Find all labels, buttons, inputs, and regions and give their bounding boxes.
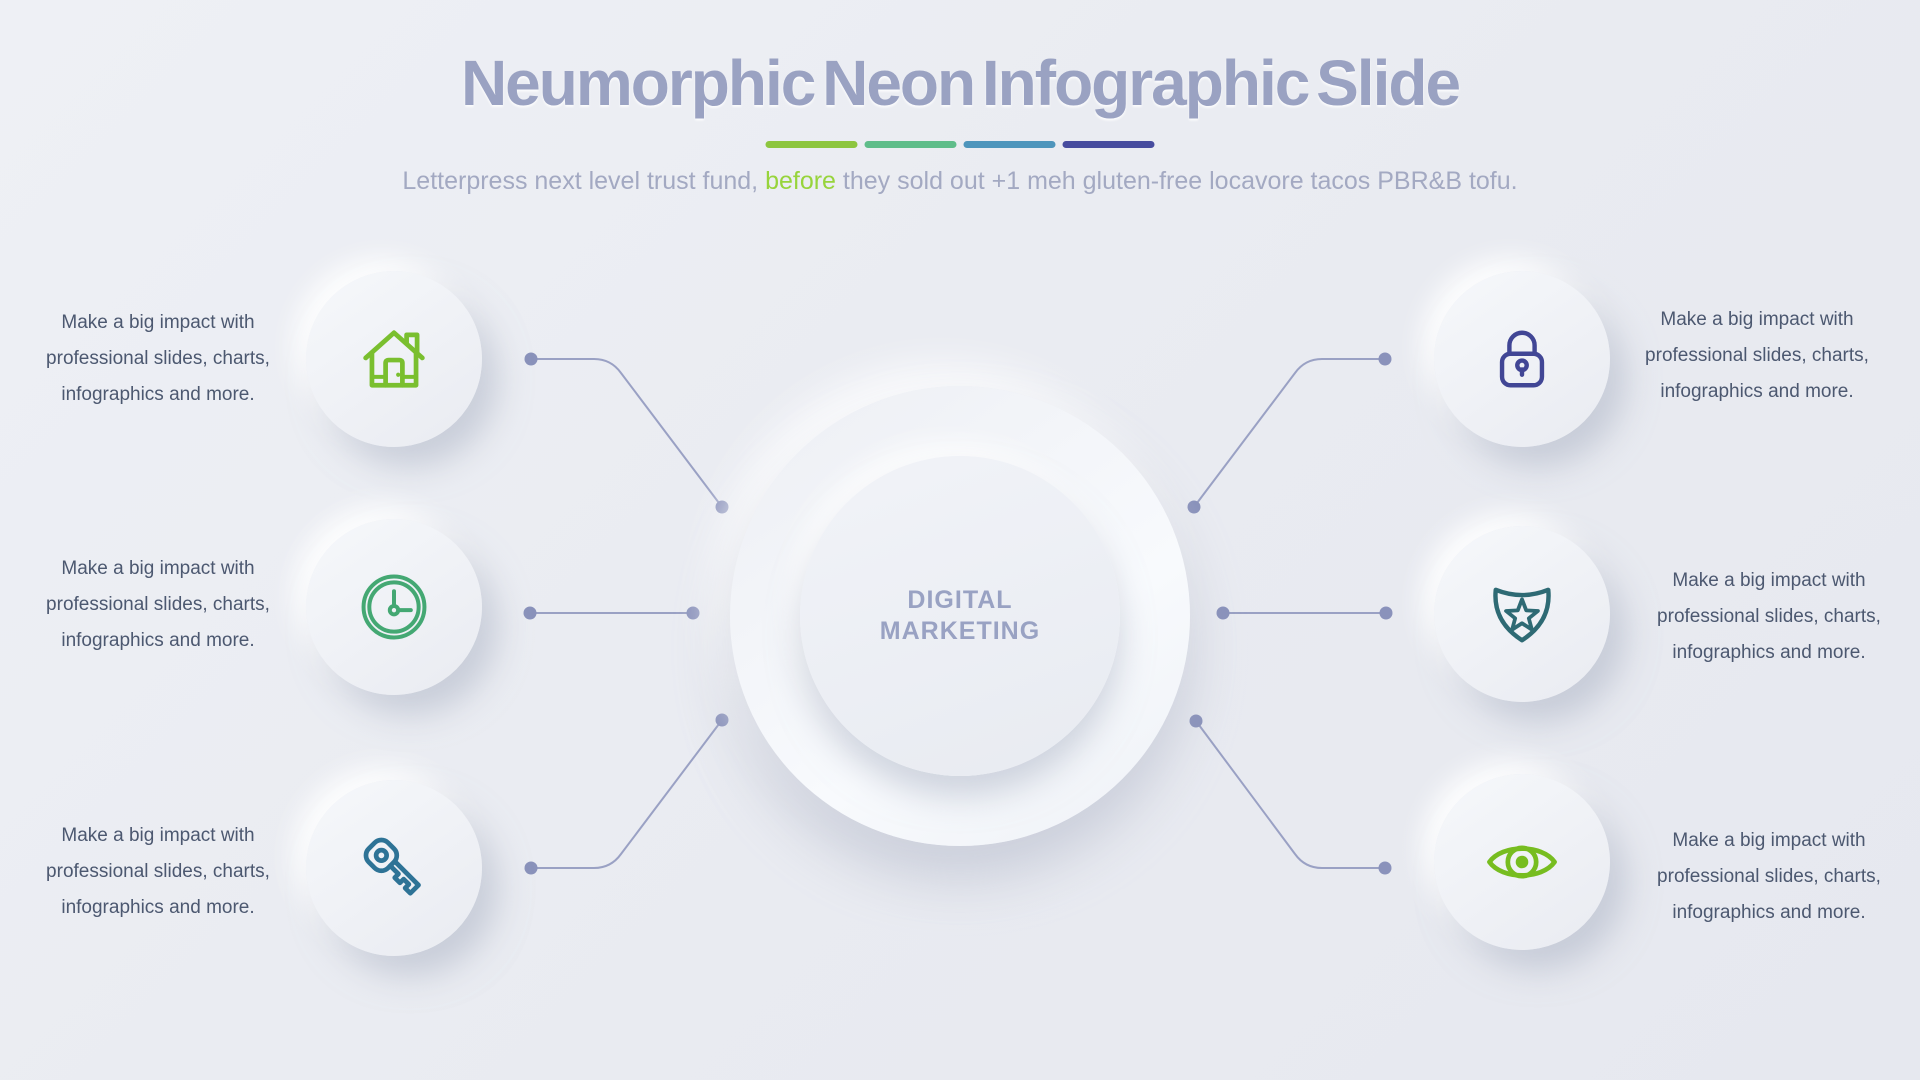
node-text-eye: Make a big impact with professional slid… <box>1657 830 1881 923</box>
accent-bar-blue <box>963 141 1056 148</box>
node-text-shield: Make a big impact with professional slid… <box>1657 570 1881 663</box>
dot <box>1187 500 1201 514</box>
key-icon <box>352 826 436 910</box>
node-text-lock: Make a big impact with professional slid… <box>1645 309 1869 402</box>
dot <box>715 713 729 727</box>
dot <box>686 606 700 620</box>
lock-icon <box>1480 317 1564 401</box>
node-circle-lock <box>1434 271 1610 447</box>
shield-icon <box>1480 572 1564 656</box>
home-icon <box>352 317 436 401</box>
center-label-line2: MARKETING <box>879 617 1041 645</box>
page-title: Neumorphic Neon Infographic Slide <box>460 47 1461 119</box>
subtitle-text-pre: Letterpress next level trust fund, <box>402 167 766 195</box>
node-text-home: Make a big impact with professional slid… <box>46 312 270 405</box>
dot <box>715 500 729 514</box>
node-circle-clock <box>306 519 482 695</box>
dot <box>1379 606 1393 620</box>
subtitle-highlight: before <box>765 167 836 195</box>
subtitle-text-post: they sold out +1 meh gluten-free locavor… <box>835 167 1518 195</box>
accent-bar-green <box>765 141 858 148</box>
dot <box>1189 714 1203 728</box>
node-circle-home <box>306 271 482 447</box>
dot <box>1378 861 1392 875</box>
node-circle-key <box>306 780 482 956</box>
accent-bar-teal <box>864 141 957 148</box>
eye-icon <box>1476 820 1568 904</box>
title-accent-bars <box>765 141 1155 148</box>
center-node-label: DIGITAL MARKETING <box>880 585 1040 647</box>
connector-left-bottom <box>531 719 723 869</box>
node-text-clock: Make a big impact with professional slid… <box>46 558 270 651</box>
node-circle-eye <box>1434 774 1610 950</box>
connector-right-top <box>1193 358 1385 508</box>
dot <box>523 606 537 620</box>
dot <box>1378 352 1392 366</box>
center-label-line1: DIGITAL <box>907 586 1013 614</box>
dot <box>1216 606 1230 620</box>
accent-bar-indigo <box>1062 141 1155 148</box>
connector-left-top <box>531 358 723 508</box>
clock-icon <box>352 565 436 649</box>
dot <box>524 352 538 366</box>
dot <box>524 861 538 875</box>
node-text-key: Make a big impact with professional slid… <box>46 825 270 918</box>
connector-right-bottom <box>1195 720 1385 869</box>
center-node: DIGITAL MARKETING <box>800 456 1120 776</box>
subtitle: Letterpress next level trust fund, befor… <box>0 167 1920 196</box>
node-circle-shield <box>1434 526 1610 702</box>
